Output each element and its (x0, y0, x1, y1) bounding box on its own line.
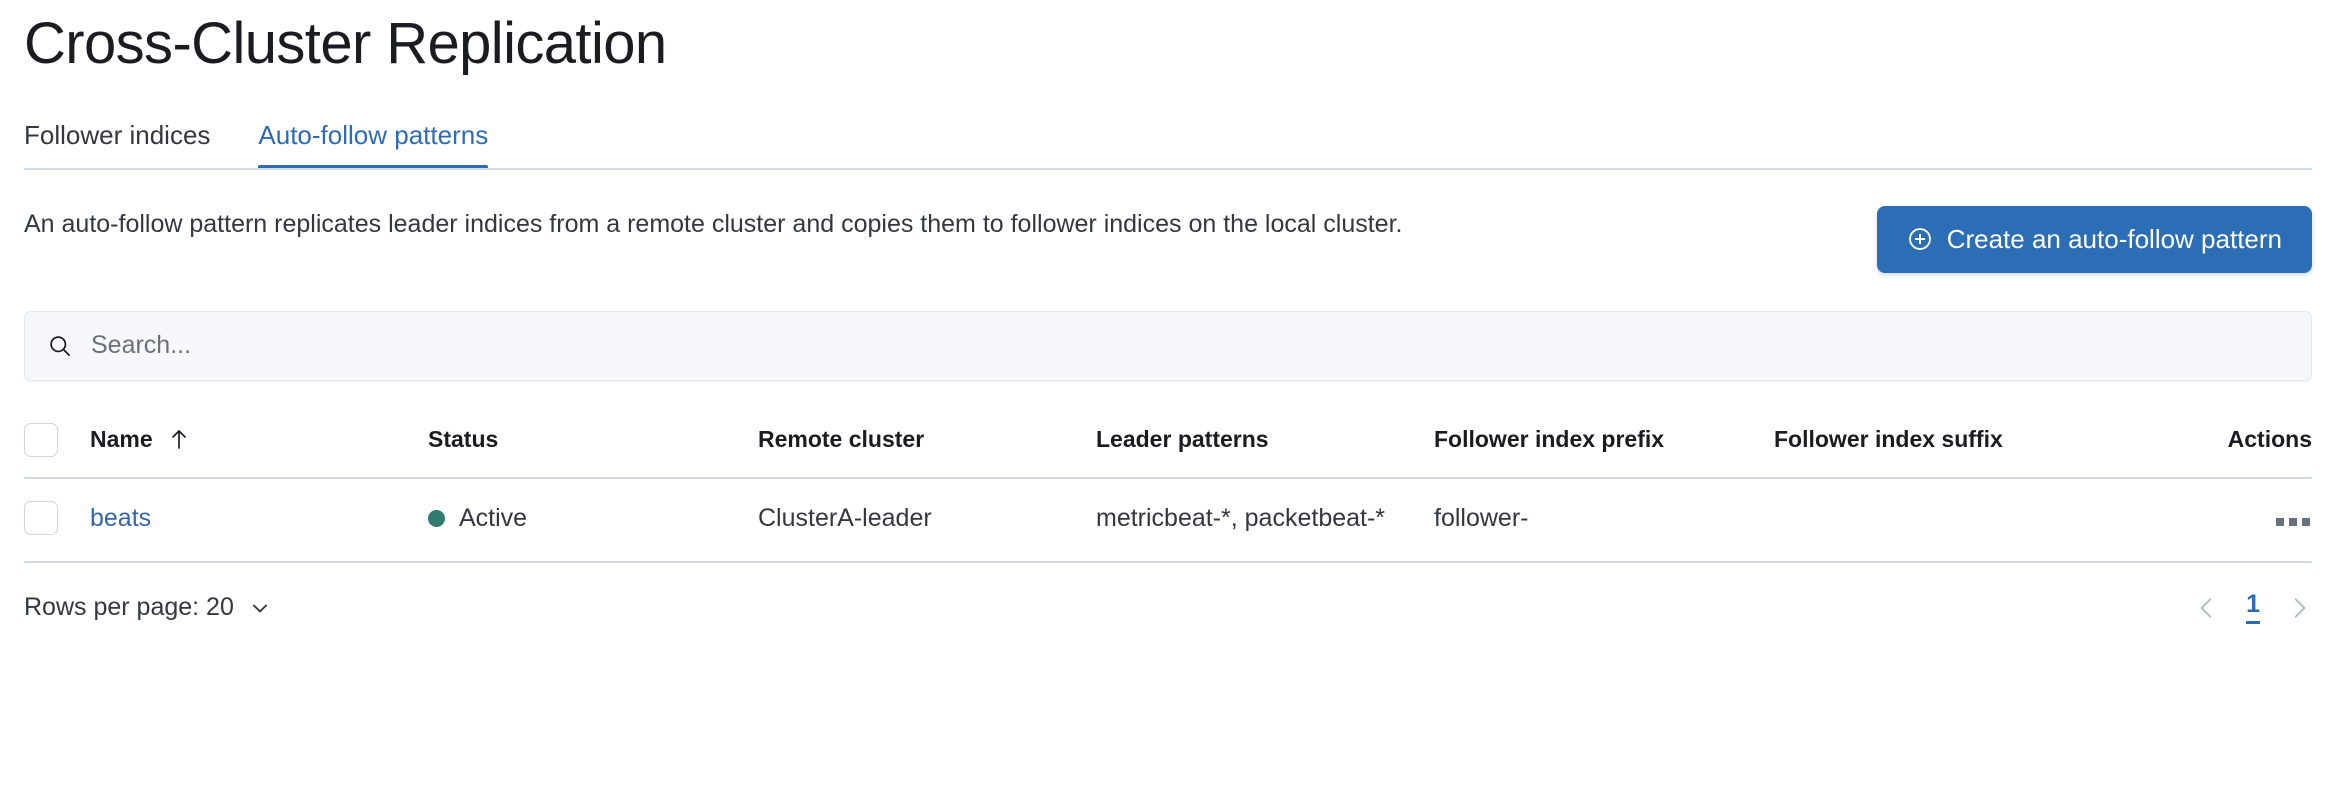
auto-follow-patterns-table: Name Status Remote cluster Leader patter… (24, 414, 2312, 564)
rows-per-page-label: Rows per page: 20 (24, 593, 234, 622)
rows-per-page-selector[interactable]: Rows per page: 20 (24, 593, 272, 622)
cell-actions (2174, 477, 2312, 564)
create-button-label: Create an auto-follow pattern (1946, 223, 2282, 254)
create-auto-follow-pattern-button[interactable]: Create an auto-follow pattern (1876, 205, 2312, 273)
pattern-name-link[interactable]: beats (90, 503, 152, 532)
column-header-remote-cluster[interactable]: Remote cluster (758, 414, 1096, 479)
pagination-page-1[interactable]: 1 (2246, 591, 2260, 624)
select-all-checkbox[interactable] (24, 422, 58, 457)
tab-bar-divider (24, 167, 2312, 170)
row-select-cell (24, 477, 90, 564)
select-all-header (24, 414, 90, 479)
column-header-leader-patterns[interactable]: Leader patterns (1096, 414, 1434, 479)
cell-remote-cluster: ClusterA-leader (758, 477, 1096, 564)
chevron-right-icon[interactable] (2286, 593, 2312, 623)
status-badge: Active (428, 504, 758, 533)
table-footer: Rows per page: 20 1 (24, 591, 2312, 624)
search-icon (47, 333, 73, 359)
table-header-row: Name Status Remote cluster Leader patter… (24, 414, 2312, 479)
search-input[interactable] (91, 331, 2289, 361)
cell-name: beats (90, 477, 428, 564)
column-header-name-label: Name (90, 426, 153, 453)
status-label: Active (459, 503, 528, 532)
tab-auto-follow-patterns[interactable]: Auto-follow patterns (258, 122, 488, 170)
cell-leader-patterns: metricbeat-*, packetbeat-* (1096, 477, 1434, 564)
cell-follower-index-suffix (1774, 477, 2174, 564)
column-header-status[interactable]: Status (428, 414, 758, 479)
column-header-name[interactable]: Name (90, 414, 428, 479)
page-title: Cross-Cluster Replication (24, 11, 667, 76)
plus-in-circle-icon (1907, 226, 1933, 252)
row-checkbox[interactable] (24, 501, 58, 536)
pagination: 1 (2194, 591, 2312, 624)
more-horizontal-icon[interactable] (2274, 512, 2312, 532)
chevron-down-icon (248, 596, 272, 620)
cell-follower-index-prefix: follower- (1434, 477, 1774, 564)
cell-status: Active (428, 477, 758, 564)
table-row: beats Active ClusterA-leader metricbeat-… (24, 477, 2312, 564)
tab-bar: Follower indices Auto-follow patterns (24, 110, 2312, 170)
status-dot-icon (428, 509, 445, 527)
intro-row: An auto-follow pattern replicates leader… (24, 205, 2312, 273)
column-header-follower-index-prefix[interactable]: Follower index prefix (1434, 414, 1774, 479)
column-header-follower-index-suffix[interactable]: Follower index suffix (1774, 414, 2174, 479)
intro-description: An auto-follow pattern replicates leader… (24, 209, 1403, 238)
arrow-up-icon (169, 428, 189, 450)
column-header-actions: Actions (2174, 414, 2312, 479)
tab-follower-indices[interactable]: Follower indices (24, 122, 210, 166)
search-box[interactable] (24, 310, 2312, 381)
search-bar (24, 310, 2312, 381)
chevron-left-icon[interactable] (2194, 593, 2220, 623)
